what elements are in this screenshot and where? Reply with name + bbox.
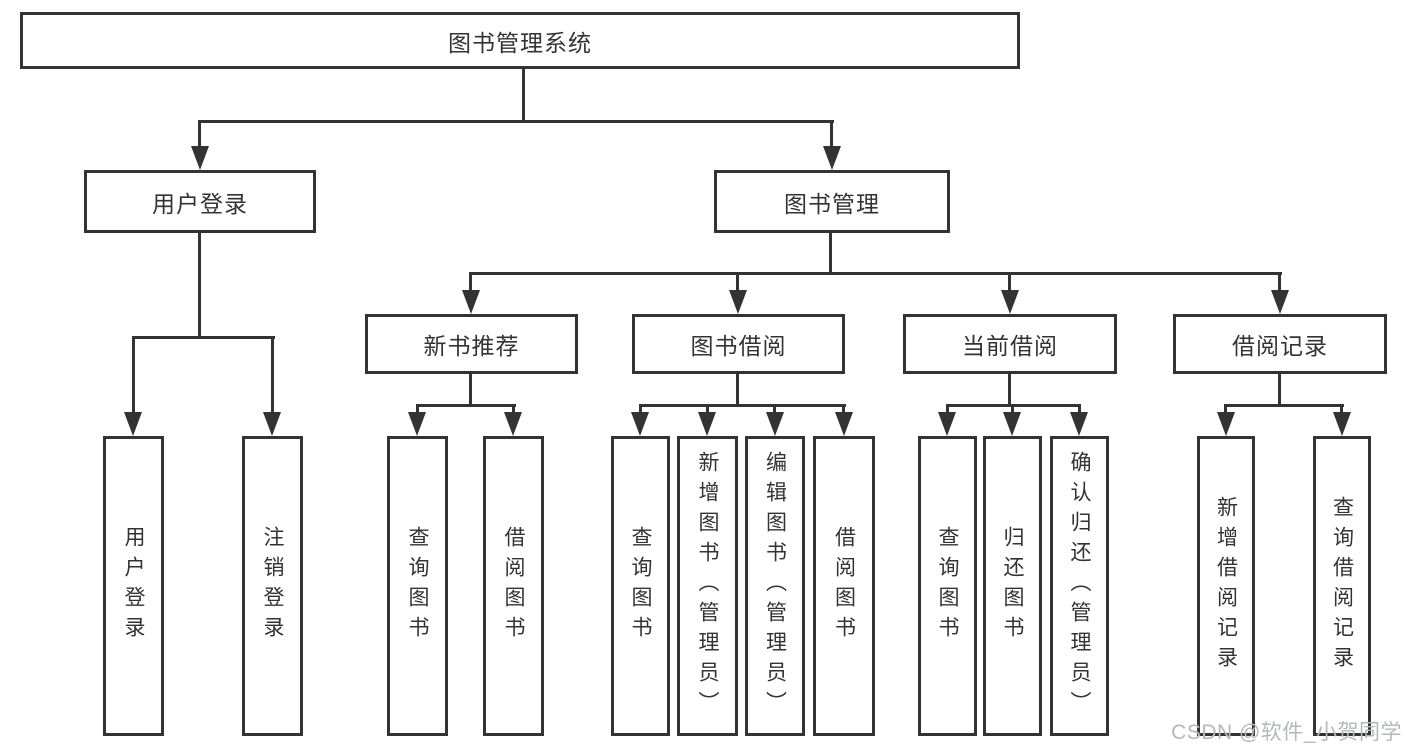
arrowhead-icon	[1271, 290, 1289, 314]
connector-line	[946, 407, 949, 416]
arrowhead-icon	[938, 412, 956, 436]
arrowhead-icon	[504, 412, 522, 436]
connector-line	[271, 339, 274, 416]
connector-line	[198, 123, 201, 150]
leaf-query-books-borrowing: 查询图书	[611, 436, 670, 736]
arrowhead-icon	[1217, 412, 1235, 436]
arrowhead-icon	[766, 412, 784, 436]
leaf-query-books-borrowing-label: 查询图书	[629, 526, 652, 646]
leaf-logout-label: 注销登录	[261, 526, 284, 646]
connector-line	[522, 69, 525, 120]
node-book-borrowing: 图书借阅	[632, 314, 845, 374]
connector-line	[1008, 374, 1011, 404]
leaf-confirm-return-admin: 确认归还（管理员）	[1050, 436, 1109, 736]
leaf-user-login: 用户登录	[103, 436, 164, 736]
connector-line	[1078, 407, 1081, 416]
leaf-add-book-admin: 新增图书（管理员）	[677, 436, 738, 736]
connector-line	[639, 404, 846, 407]
node-book-borrowing-label: 图书借阅	[690, 333, 787, 359]
arrowhead-icon	[729, 290, 747, 314]
arrowhead-icon	[462, 290, 480, 314]
leaf-query-borrow-record: 查询借阅记录	[1313, 436, 1371, 736]
connector-line	[1008, 275, 1011, 294]
arrowhead-icon	[631, 412, 649, 436]
node-current-borrowing: 当前借阅	[903, 314, 1117, 374]
leaf-return-book-label: 归还图书	[1001, 526, 1024, 646]
node-current-borrowing-label: 当前借阅	[962, 333, 1058, 359]
connector-line	[1224, 407, 1227, 416]
leaf-edit-book-admin: 编辑图书（管理员）	[745, 436, 805, 736]
leaf-add-borrow-record-label: 新增借阅记录	[1214, 496, 1238, 676]
leaf-user-login-label: 用户登录	[122, 526, 145, 646]
connector-line	[830, 123, 833, 150]
leaf-query-books-recommend: 查询图书	[387, 436, 448, 736]
node-root: 图书管理系统	[20, 12, 1020, 69]
leaf-confirm-return-admin-label: 确认归还（管理员）	[1068, 451, 1091, 721]
leaf-query-books-current: 查询图书	[918, 436, 977, 736]
leaf-add-book-admin-label: 新增图书（管理员）	[696, 451, 719, 721]
connector-line	[639, 407, 642, 416]
leaf-add-borrow-record: 新增借阅记录	[1197, 436, 1255, 736]
arrowhead-icon	[1070, 412, 1088, 436]
leaf-query-borrow-record-label: 查询借阅记录	[1330, 496, 1354, 676]
connector-line	[706, 407, 709, 416]
leaf-query-books-current-label: 查询图书	[936, 526, 959, 646]
leaf-edit-book-admin-label: 编辑图书（管理员）	[763, 451, 787, 721]
node-user-login-label: 用户登录	[152, 190, 248, 217]
arrowhead-icon	[1003, 412, 1021, 436]
arrowhead-icon	[823, 146, 841, 170]
connector-line	[469, 275, 472, 294]
leaf-return-book: 归还图书	[983, 436, 1042, 736]
connector-line	[1340, 407, 1343, 416]
arrowhead-icon	[698, 412, 716, 436]
connector-line	[469, 374, 472, 404]
connector-line	[842, 407, 845, 416]
connector-line	[829, 233, 832, 272]
connector-line	[416, 407, 419, 416]
node-new-book-recommend-label: 新书推荐	[423, 333, 520, 359]
leaf-logout: 注销登录	[242, 436, 303, 736]
connector-line	[198, 120, 834, 123]
connector-line	[132, 339, 135, 416]
node-new-book-recommend: 新书推荐	[365, 314, 578, 374]
connector-line	[1224, 404, 1344, 407]
connector-line	[1011, 407, 1014, 416]
leaf-borrow-books-recommend: 借阅图书	[483, 436, 544, 736]
connector-line	[736, 374, 739, 404]
node-borrowing-records: 借阅记录	[1173, 314, 1387, 374]
arrowhead-icon	[124, 412, 142, 436]
arrowhead-icon	[191, 146, 209, 170]
leaf-borrow-books-label: 借阅图书	[832, 526, 856, 646]
arrowhead-icon	[835, 412, 853, 436]
connector-line	[416, 404, 516, 407]
connector-line	[1278, 374, 1281, 404]
connector-line	[469, 272, 1282, 275]
node-book-management-label: 图书管理	[784, 190, 880, 217]
watermark: CSDN @软件_小贺同学	[1171, 721, 1402, 744]
connector-line	[512, 407, 515, 416]
node-borrowing-records-label: 借阅记录	[1232, 333, 1328, 359]
connector-line	[736, 275, 739, 294]
node-root-label: 图书管理系统	[448, 29, 592, 56]
arrowhead-icon	[1001, 290, 1019, 314]
connector-line	[773, 407, 776, 416]
node-book-management: 图书管理	[714, 170, 950, 233]
connector-line	[132, 336, 275, 339]
leaf-borrow-books-recommend-label: 借阅图书	[502, 526, 525, 646]
arrowhead-icon	[263, 412, 281, 436]
connector-line	[946, 404, 1081, 407]
leaf-borrow-books: 借阅图书	[813, 436, 875, 736]
connector-line	[198, 233, 201, 336]
node-user-login: 用户登录	[84, 170, 316, 233]
leaf-query-books-recommend-label: 查询图书	[406, 526, 429, 646]
arrowhead-icon	[1333, 412, 1351, 436]
arrowhead-icon	[408, 412, 426, 436]
connector-line	[1278, 275, 1281, 294]
